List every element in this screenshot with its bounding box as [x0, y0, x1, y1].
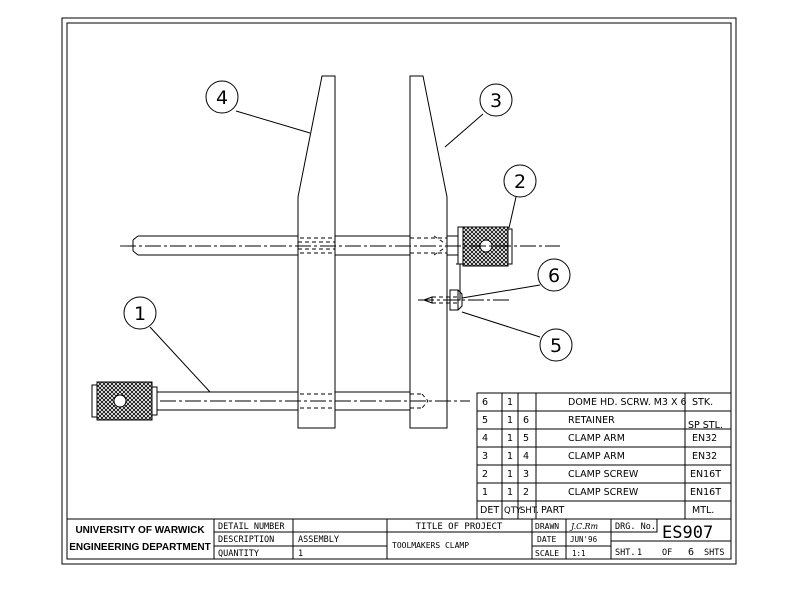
description-value: ASSEMBLY — [298, 535, 339, 545]
row-4-det: 4 — [482, 433, 488, 444]
clamp-arm-4 — [297, 75, 336, 429]
balloon-6: 6 — [537, 258, 571, 292]
department-name: ENGINEERING DEPARTMENT — [69, 542, 211, 553]
row-4-sht: 5 — [523, 433, 529, 444]
row-5-sht: 6 — [523, 415, 529, 426]
balloon-5: 5 — [539, 328, 573, 362]
outer-border — [61, 17, 737, 565]
detail-number-label: DETAIL NUMBER — [218, 522, 285, 532]
scale-value: 1:1 — [572, 549, 586, 558]
row-2-part: CLAMP SCREW — [568, 469, 639, 480]
row-1-det: 1 — [482, 487, 488, 498]
row-2-det: 2 — [482, 469, 488, 480]
row-5-qty: 1 — [507, 415, 513, 426]
upper-clamp-screw — [132, 226, 513, 301]
balloon-1-label: 1 — [134, 303, 146, 325]
balloon-3: 3 — [479, 83, 513, 117]
balloon-6-label: 6 — [548, 265, 560, 287]
row-4-part: CLAMP ARM — [568, 433, 625, 444]
balloon-4: 4 — [205, 80, 239, 114]
header-part: PART — [541, 505, 565, 516]
inner-border — [66, 22, 732, 560]
row-6-mtl: STK. — [692, 397, 713, 408]
knurled-knob-upper — [462, 226, 509, 267]
date-value: JUN'96 — [570, 535, 598, 544]
clamp-arm-3 — [409, 75, 448, 429]
row-1-part: CLAMP SCREW — [568, 487, 639, 498]
of-value: 6 — [688, 547, 694, 558]
sheet-label: SHT. — [615, 548, 635, 558]
row-2-mtl: EN16T — [690, 469, 721, 480]
quantity-label: QUANTITY — [218, 549, 259, 559]
row-4-qty: 1 — [507, 433, 513, 444]
balloon-5-label: 5 — [550, 335, 562, 357]
drawn-signature: J.C.Rm — [569, 522, 599, 531]
row-1-sht: 2 — [523, 487, 529, 498]
drg-no-value: ES907 — [662, 523, 713, 543]
header-mtl: MTL. — [692, 505, 714, 516]
row-3-part: CLAMP ARM — [568, 451, 625, 462]
balloon-4-label: 4 — [216, 87, 228, 109]
date-label: DATE — [537, 535, 556, 544]
row-3-sht: 4 — [523, 451, 529, 462]
row-6-qty: 1 — [507, 397, 513, 408]
header-qty: QTY. — [504, 506, 522, 516]
row-6-part: DOME HD. SCRW. M3 X 6 — [568, 397, 687, 408]
quantity-value: 1 — [298, 549, 303, 559]
university-name: UNIVERSITY OF WARWICK — [75, 525, 205, 536]
row-2-qty: 1 — [507, 469, 513, 480]
balloon-2: 2 — [503, 164, 537, 198]
row-1-mtl: EN16T — [690, 487, 721, 498]
row-5-mtl: SP STL. — [688, 420, 723, 431]
shts-label: SHTS — [704, 548, 724, 558]
description-label: DESCRIPTION — [218, 535, 274, 545]
scale-label: SCALE — [535, 549, 559, 558]
row-6-det: 6 — [482, 397, 488, 408]
project-title: TOOLMAKERS CLAMP — [392, 541, 469, 550]
drawn-label: DRAWN — [535, 522, 559, 531]
row-5-det: 5 — [482, 415, 488, 426]
title-block: UNIVERSITY OF WARWICK ENGINEERING DEPART… — [67, 518, 731, 559]
row-3-mtl: EN32 — [692, 451, 717, 462]
header-sht: SHT. — [520, 506, 539, 516]
drg-no-label: DRG. No. — [615, 522, 656, 532]
balloon-2-label: 2 — [514, 171, 526, 193]
assembly-drawing: 1 2 3 4 5 6 — [91, 75, 573, 429]
sheet-value: 1 — [637, 548, 642, 558]
row-2-sht: 3 — [523, 469, 529, 480]
balloon-3-label: 3 — [490, 90, 502, 112]
of-label: OF — [662, 548, 672, 558]
row-1-qty: 1 — [507, 487, 513, 498]
row-5-part: RETAINER — [568, 415, 615, 426]
row-3-det: 3 — [482, 451, 488, 462]
balloon-1: 1 — [123, 296, 157, 330]
parts-list: 6 1 DOME HD. SCRW. M3 X 6 STK. 5 1 6 RET… — [476, 392, 732, 520]
lower-clamp-screw — [91, 381, 429, 421]
row-4-mtl: EN32 — [692, 433, 717, 444]
row-3-qty: 1 — [507, 451, 513, 462]
header-det: DET — [480, 505, 499, 516]
project-label: TITLE OF PROJECT — [416, 522, 503, 532]
